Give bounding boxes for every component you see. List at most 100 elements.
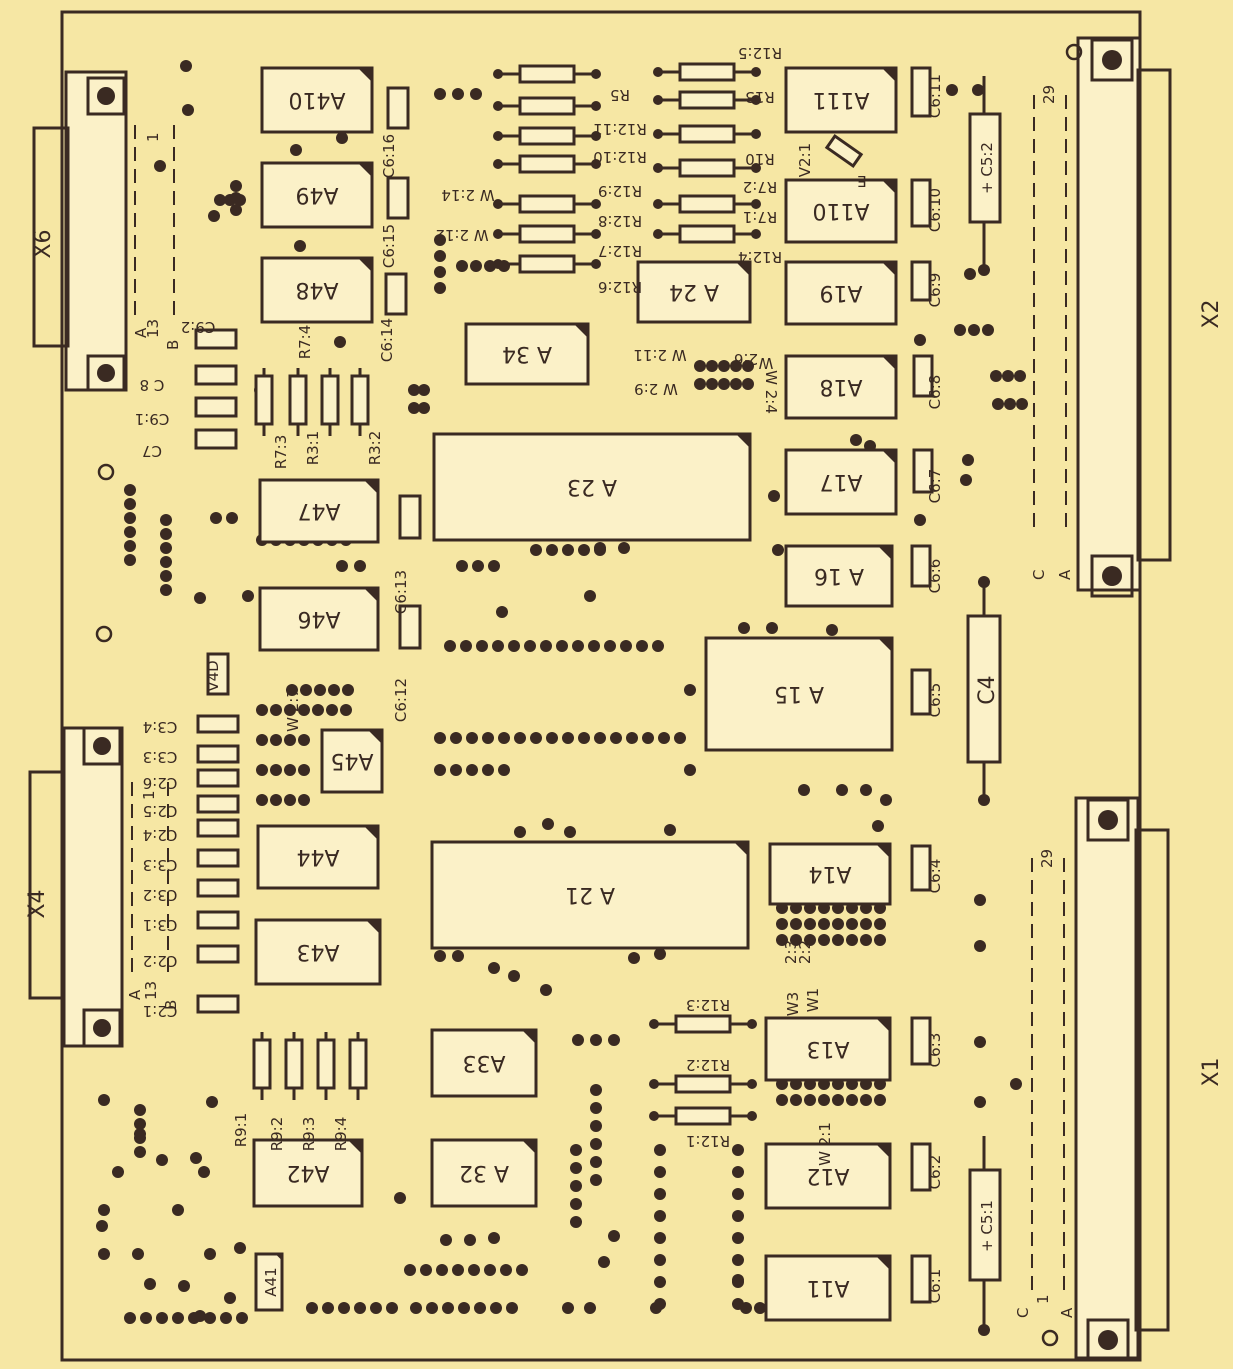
resistor-r124: [653, 224, 761, 244]
ic-a33: A33: [430, 1028, 538, 1098]
ic-a49: A49: [260, 161, 374, 229]
resistor-r94: [348, 1032, 368, 1100]
capacitor-label-c8: C 8: [140, 376, 165, 394]
capacitor-label-c65: C6:5: [926, 683, 944, 718]
ic-label-a45: A45: [330, 748, 373, 773]
resistor-label-r92: R9:2: [268, 1117, 286, 1152]
ic-a111: A111: [784, 66, 898, 134]
resistor-r32: [350, 368, 370, 436]
resistor-r5: [493, 64, 601, 84]
connector-x4: [28, 726, 169, 1048]
ic-a42: A42: [252, 1138, 364, 1208]
pin-x2-29: 29: [1040, 85, 1058, 104]
resistor-r1210: [493, 126, 601, 146]
capacitor-label-c66: C6:6: [926, 559, 944, 594]
diode-v2: [824, 133, 864, 169]
ic-a24: A 24: [636, 260, 752, 324]
capacitor-c615: [386, 176, 410, 220]
ic-label-a19: A19: [819, 280, 862, 305]
ic-label-a23: A 23: [567, 474, 617, 499]
resistor-label-r1211: R12:11: [593, 120, 647, 138]
capacitor-c7: [194, 428, 238, 450]
label-e: E: [857, 172, 866, 190]
ic-label-a16: A 16: [814, 563, 864, 588]
capacitor-label-c68: C6:8: [926, 375, 944, 410]
ic-a41: A41: [254, 1252, 284, 1312]
resistor-r91: [252, 1032, 272, 1100]
capacitor-c8: [194, 364, 238, 386]
capacitor-c67: [912, 448, 934, 494]
capacitor-label-c91: C9:1: [135, 410, 170, 428]
resistor-label-r73: R7:3: [272, 435, 290, 470]
label-w212: W 2:12: [435, 226, 488, 244]
label-x2: X2: [1199, 299, 1224, 328]
capacitor-label-c33: C3:3: [143, 748, 178, 766]
ic-label-a24: A 24: [669, 279, 719, 304]
capacitor-label-c613: C6:13: [392, 570, 410, 614]
resistor-r31: [288, 368, 308, 436]
pin-x1-29: 29: [1038, 849, 1056, 868]
pin-x2-c: C: [1030, 570, 1048, 580]
resistor-r128: [493, 194, 601, 214]
ic-a11: A11: [764, 1254, 892, 1322]
ic-a32: A 32: [430, 1138, 538, 1208]
label-c4: C4: [975, 675, 1000, 704]
capacitor-label-c22: C2:2: [143, 952, 178, 970]
ic-label-a42: A42: [286, 1160, 329, 1185]
resistor-label-r32: R3:2: [366, 431, 384, 466]
label-v2: V2:1: [796, 143, 814, 177]
connector-x2: [1033, 36, 1172, 598]
pin-x6-a: A: [132, 327, 150, 338]
resistor-label-r74: R7:4: [296, 325, 314, 360]
resistor-label-r129: R12:9: [598, 182, 642, 200]
capacitor-c63: [910, 1016, 932, 1066]
capacitor-label-c616: C6:16: [380, 134, 398, 178]
ic-label-a33: A33: [462, 1050, 505, 1075]
resistor-label-r123: R12:3: [686, 996, 730, 1014]
board-outline: [60, 10, 1142, 1362]
resistor-label-r13: R13: [745, 88, 775, 106]
resistor-label-r127: R12:7: [598, 242, 642, 260]
diode-v4: [206, 652, 230, 696]
capacitor-label-c21: C2:1: [143, 1002, 178, 1020]
capacitor-c62: [910, 1142, 932, 1192]
resistor-label-r94: R9:4: [332, 1117, 350, 1152]
capacitor-label-c92: C9:2: [181, 318, 216, 336]
ic-a23: A 23: [432, 432, 752, 542]
resistor-label-r5: R5: [610, 86, 630, 104]
mounting-hole: [95, 625, 113, 643]
part-layer: [194, 62, 934, 1304]
capacitor-c614: [384, 272, 408, 316]
ic-label-a410: A410: [288, 87, 345, 112]
capacitor-label-c67: C6:7: [926, 469, 944, 504]
capacitor-c65: [910, 668, 932, 716]
ic-a17: A17: [784, 448, 898, 516]
ic-a45: A45: [320, 728, 384, 794]
capacitor-c25: [196, 794, 240, 814]
resistor-label-r122: R12:2: [686, 1056, 730, 1074]
resistor-label-r1210: R12:10: [593, 148, 647, 166]
pin-x2-a: A: [1056, 569, 1074, 580]
ic-a19: A19: [784, 260, 898, 326]
ic-a44: A44: [256, 824, 380, 890]
label-layer: C6:16C6:15C6:14C6:13C6:12C6:11C6:10C6:9C…: [135, 44, 944, 1303]
ic-a34: A 34: [464, 322, 590, 386]
ic-label-a43: A43: [296, 939, 339, 964]
label-v4: V4D: [204, 660, 222, 691]
ic-label-a14: A14: [808, 861, 851, 886]
capacitor-label-c63: C6:3: [926, 1033, 944, 1068]
resistor-r125: [653, 62, 761, 82]
capacitor-label-c612: C6:12: [392, 678, 410, 722]
ic-a46: A46: [258, 586, 380, 652]
ic-label-a34: A 34: [502, 341, 552, 366]
resistor-label-r93: R9:3: [300, 1117, 318, 1152]
capacitor-c34: [196, 714, 240, 734]
resistor-label-r124: R12:4: [738, 248, 782, 266]
mounting-hole: [97, 463, 115, 481]
ic-a43: A43: [254, 918, 382, 986]
capacitor-c610: [910, 178, 932, 228]
capacitor-label-c31: C3:1: [143, 916, 178, 934]
capacitor-label-c64: C6:4: [926, 859, 944, 894]
resistor-label-r91: R9:1: [232, 1113, 250, 1148]
